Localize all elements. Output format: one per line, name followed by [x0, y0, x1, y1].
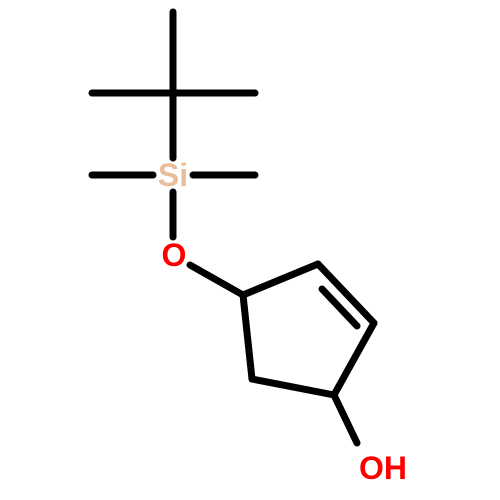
bond-ring-c5-to-c4 — [239, 291, 256, 383]
bond-oxygen-to-ring-c4 — [186, 261, 247, 299]
silicon-atom-label: Si — [158, 157, 188, 193]
tert-butyl-group — [88, 8, 259, 162]
bond-ring-c4-to-c3 — [239, 260, 322, 299]
bond-ring-c1-to-hydroxyl — [330, 391, 361, 447]
bond-ring-c2-to-c1 — [330, 319, 378, 399]
bond-ring-c1-to-c5 — [248, 375, 338, 399]
hydroxyl-group-label: OH — [359, 450, 407, 486]
bond-ring-c3-to-c2 — [314, 260, 378, 327]
ether-oxygen-atom-label: O — [162, 237, 187, 273]
cyclopentene-ring — [239, 260, 378, 399]
bond-ring-c3-c2-double-inner — [318, 285, 361, 330]
